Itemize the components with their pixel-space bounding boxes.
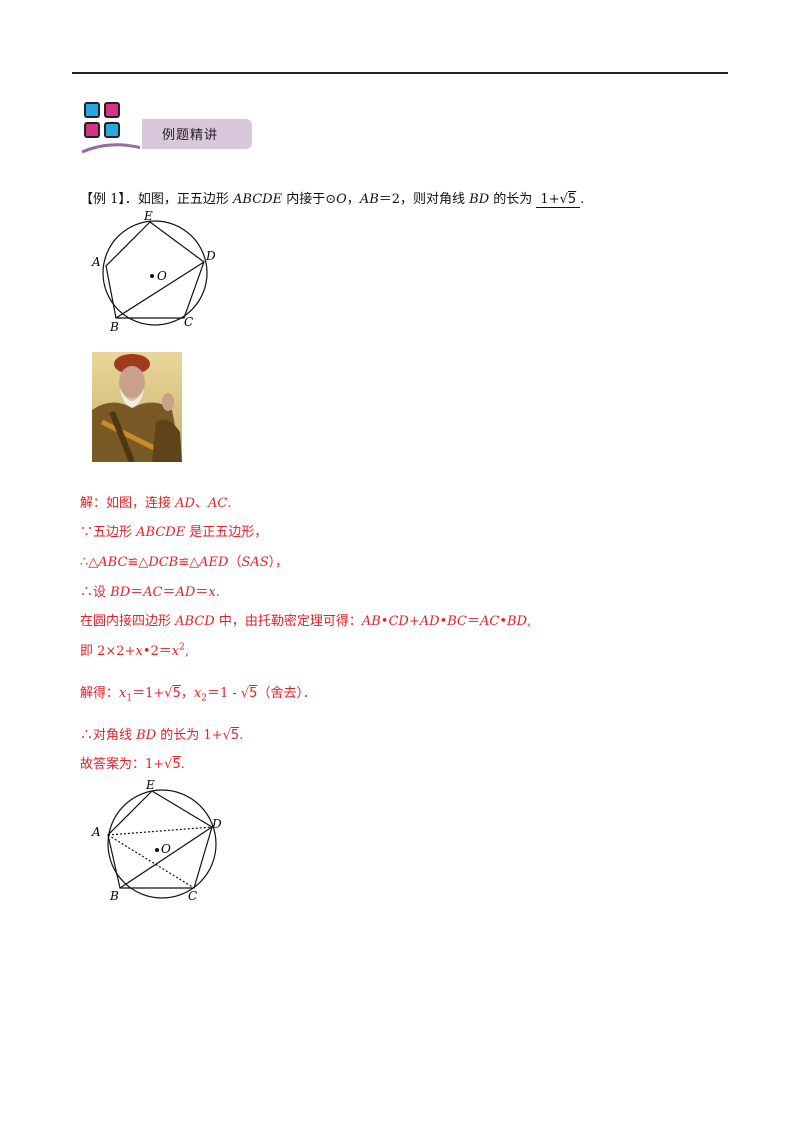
label-e: E <box>145 778 155 792</box>
section-banner: 例题精讲 <box>80 98 270 154</box>
diagonal-ad <box>107 826 213 836</box>
solution-line-2: ∵五边形 ABCDE 是正五边形， <box>80 525 268 540</box>
solution-line-7: 解得：x1＝1+√5，x2＝1 - √5（舍去）． <box>80 686 316 704</box>
label-a: A <box>91 825 101 839</box>
pentagon-figure-2: E D A B C O <box>91 778 222 903</box>
label-c: C <box>184 315 193 329</box>
header-rule <box>72 72 728 74</box>
solution-line-5: 在圆内接四边形 ABCD 中，由托勒密定理可得：AB•CD+AD•BC＝AC•B… <box>80 614 532 629</box>
solution-line-9: 故答案为：1+√5. <box>80 757 185 772</box>
circumcircle <box>107 789 217 899</box>
label-b: B <box>109 320 119 334</box>
label-d: D <box>205 249 216 263</box>
portrait-image <box>92 352 182 462</box>
circumcircle <box>102 220 208 326</box>
solution-line-8: ∴对角线 BD 的长为 1+√5. <box>80 728 244 743</box>
label-d: D <box>211 817 222 831</box>
label-o: O <box>161 842 171 856</box>
diagonal-bd <box>115 261 205 319</box>
label-c: C <box>188 889 197 903</box>
banner-label: 例题精讲 <box>162 128 219 143</box>
diagonal-ac <box>107 834 195 889</box>
label-a: A <box>91 255 101 269</box>
solution-line-4: ∴设 BD＝AC＝AD＝x. <box>80 585 220 600</box>
banner-swoosh <box>81 143 140 154</box>
label-b: B <box>109 889 119 903</box>
square-icon <box>104 102 120 118</box>
center-point <box>155 848 159 852</box>
square-icon <box>104 122 120 138</box>
pentagon-figure-1: E D A B C O <box>91 210 216 334</box>
solution-line-1: 解：如图，连接 AD、AC. <box>80 496 232 511</box>
answer-blank: 1+√5 <box>536 192 581 208</box>
label-o: O <box>157 269 167 283</box>
pentagon <box>107 790 213 889</box>
solution-line-3: ∴△ABC≌△DCB≌△AED（SAS）， <box>80 555 289 570</box>
diagonal-bd <box>119 826 213 889</box>
solution-line-6: 即 2×2+x•2＝x2, <box>80 642 189 659</box>
square-icon <box>84 122 100 138</box>
banner-bar <box>142 119 252 149</box>
square-icon <box>84 102 100 118</box>
label-e: E <box>143 210 153 223</box>
pentagon <box>105 221 205 319</box>
center-point <box>150 274 154 278</box>
question-text: 【例 1】．如图，正五边形 ABCDE 内接于⊙O，AB＝2，则对角线 BD 的… <box>80 192 585 208</box>
